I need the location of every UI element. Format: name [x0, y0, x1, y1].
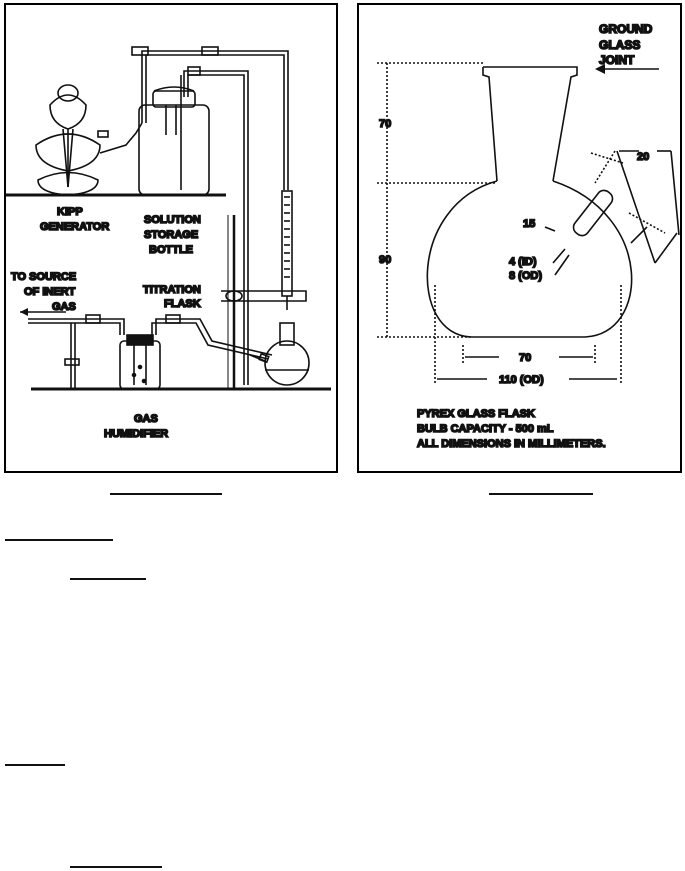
dim-sidearm-length: 20	[637, 151, 649, 163]
joint-arrowhead	[595, 64, 605, 74]
titration-flask-drawing	[249, 322, 310, 386]
titration-apparatus-diagram: KIPP GENERATOR SOLUTION STORAGE BOTTLE T…	[6, 46, 331, 441]
gas-humidifier-drawing	[28, 314, 273, 390]
label-inert-1: TO SOURCE	[11, 271, 76, 283]
burette-stand-drawing	[221, 190, 307, 389]
sidearm-dimensions	[544, 150, 680, 276]
label-bottle-2: STORAGE	[144, 229, 198, 241]
label-humidifier-1: GAS	[134, 413, 158, 425]
flask-dimension-diagram: GROUND GLASS JOINT 70 90 20 15 4 (ID) 8 …	[377, 21, 680, 451]
label-kipp-1: KIPP	[57, 206, 83, 218]
caption-line-2: BULB CAPACITY - 500 mL	[417, 423, 554, 435]
kipp-generator-drawing	[35, 84, 143, 196]
subheading-rule-2	[70, 866, 162, 868]
label-kipp-2: GENERATOR	[40, 221, 109, 233]
label-inert-2: OF INERT	[24, 286, 76, 298]
label-titration-2: FLASK	[164, 298, 201, 310]
label-joint-1: GROUND	[599, 22, 653, 36]
dim-base-width: 70	[519, 352, 531, 364]
label-joint-3: JOINT	[599, 53, 635, 67]
dim-angle: 15	[523, 218, 535, 230]
storage-bottle-drawing	[138, 75, 210, 196]
label-bottle-1: SOLUTION	[144, 214, 201, 226]
figure-caption-rule-right	[489, 493, 593, 495]
connecting-tubing	[131, 46, 289, 385]
dim-bulb-height: 90	[379, 254, 391, 266]
horizontal-dimensions	[434, 285, 622, 383]
flask-dimension-panel: GROUND GLASS JOINT 70 90 20 15 4 (ID) 8 …	[357, 3, 682, 473]
dim-bulb-width: 110 (OD)	[499, 374, 544, 386]
caption-line-1: PYREX GLASS FLASK	[417, 408, 535, 420]
inert-gas-arrowhead	[20, 308, 28, 316]
dim-neck-height: 70	[379, 118, 391, 130]
figure-caption-rule-left	[110, 493, 222, 495]
caption-line-3: ALL DIMENSIONS IN MILLIMETERS.	[417, 438, 606, 450]
dim-outer-diameter: 8 (OD)	[509, 270, 542, 282]
label-bottle-3: BOTTLE	[149, 244, 193, 256]
section-heading-rule-2	[5, 764, 65, 766]
label-titration-1: TITRATION	[143, 284, 201, 296]
subheading-rule-1	[70, 578, 146, 580]
flask-sidearm	[572, 189, 614, 237]
section-heading-rule-1	[5, 539, 113, 541]
flask-outline	[426, 66, 633, 338]
dim-inner-diameter: 4 (ID)	[509, 256, 537, 268]
apparatus-figure-panel: KIPP GENERATOR SOLUTION STORAGE BOTTLE T…	[4, 3, 338, 473]
label-humidifier-2: HUMIDIFIER	[104, 428, 168, 440]
label-inert-3: GAS	[52, 301, 76, 313]
vertical-dimensions	[377, 62, 497, 338]
label-joint-2: GLASS	[599, 38, 640, 52]
